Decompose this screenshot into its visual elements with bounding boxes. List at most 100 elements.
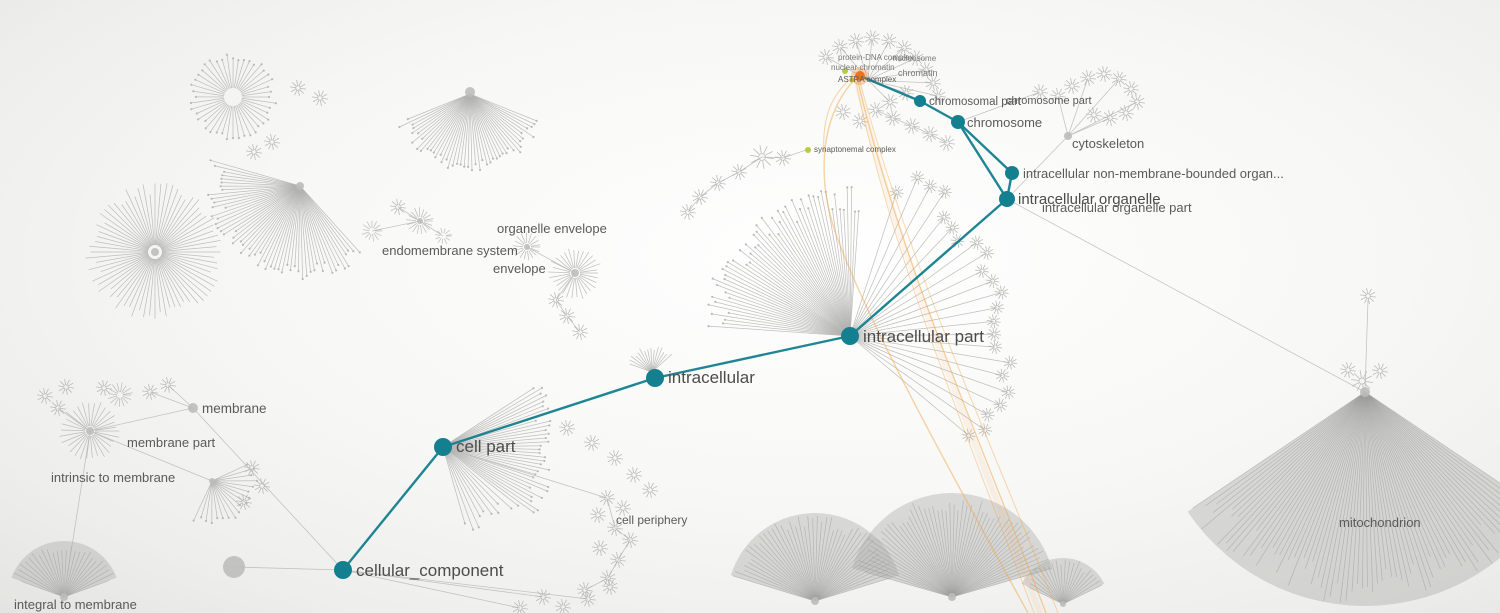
cluster-hub-node[interactable] bbox=[465, 87, 475, 97]
fan-ray bbox=[1364, 391, 1397, 578]
cluster-hub-node[interactable] bbox=[60, 593, 68, 601]
label-protein-dna-complex[interactable]: protein-DNA complex bbox=[838, 53, 914, 62]
fan-ray bbox=[882, 537, 953, 598]
fan-ray bbox=[442, 446, 466, 524]
spike-node bbox=[925, 75, 941, 91]
label-cytoskeleton[interactable]: cytoskeleton bbox=[1072, 136, 1144, 151]
label-intrinsic-to-membrane[interactable]: intrinsic to membrane bbox=[51, 470, 175, 485]
graph-node-inmbo[interactable] bbox=[1005, 166, 1019, 180]
spike-ray bbox=[66, 389, 68, 395]
label-nucleosome[interactable]: nucleosome bbox=[893, 54, 937, 63]
spike-ray bbox=[905, 120, 911, 125]
graph-node-ic[interactable] bbox=[646, 369, 664, 387]
spike-ray bbox=[832, 45, 838, 48]
spike-ray bbox=[890, 42, 896, 47]
selected-node[interactable] bbox=[855, 71, 865, 81]
cluster-hub-node[interactable] bbox=[1360, 387, 1370, 397]
label-organelle-envelope[interactable]: organelle envelope bbox=[497, 221, 607, 236]
label-chromosome-part[interactable]: chromosome part bbox=[1006, 95, 1092, 107]
label-nuclear-chromatin[interactable]: nuclear chromatin bbox=[831, 63, 895, 72]
label-cell-part[interactable]: cell part bbox=[456, 437, 516, 456]
cluster-hub-node[interactable] bbox=[1064, 132, 1072, 140]
fan-ray bbox=[63, 573, 114, 598]
cluster-hub-node[interactable] bbox=[209, 478, 215, 484]
fan-ray bbox=[814, 553, 880, 602]
label-chromatin[interactable]: chromatin bbox=[898, 68, 938, 78]
label-intracellular-part[interactable]: intracellular part bbox=[863, 327, 984, 346]
highlight-green-node[interactable] bbox=[805, 147, 811, 153]
highlight-green-node[interactable] bbox=[842, 68, 848, 74]
cluster-hub-node[interactable] bbox=[571, 269, 579, 277]
fan-ray bbox=[442, 446, 540, 454]
fan-ray bbox=[63, 551, 81, 598]
spike-node bbox=[559, 420, 575, 436]
fan-ray bbox=[211, 185, 301, 200]
label-chromosome[interactable]: chromosome bbox=[967, 115, 1042, 130]
cluster-hub-node[interactable] bbox=[188, 403, 198, 413]
spike-ray bbox=[1050, 94, 1056, 97]
spike-ray bbox=[1366, 288, 1368, 294]
graph-node-chrp[interactable] bbox=[914, 95, 926, 107]
cluster-hub-node[interactable] bbox=[948, 593, 956, 601]
highlight-green-node[interactable] bbox=[849, 77, 855, 83]
spike-node bbox=[848, 33, 864, 49]
cluster-hub-node[interactable] bbox=[417, 218, 423, 224]
fan-ray bbox=[442, 420, 551, 448]
spike-ray bbox=[559, 428, 565, 433]
fan-ray bbox=[951, 546, 1025, 598]
label-membrane-part[interactable]: membrane part bbox=[127, 435, 216, 450]
fan-ray bbox=[469, 93, 503, 154]
spike-ray bbox=[783, 160, 785, 166]
fan-ray bbox=[918, 505, 953, 598]
spike-ray bbox=[106, 383, 112, 388]
graph-node-cc[interactable] bbox=[334, 561, 352, 579]
label-intracellular[interactable]: intracellular bbox=[668, 368, 755, 387]
label-intracellular-organelle[interactable]: intracellular organelle bbox=[1018, 191, 1161, 208]
label-astra-complex[interactable]: ASTRA complex bbox=[838, 75, 896, 84]
label-intracellular-organelle-part[interactable]: intracellular organelle part bbox=[1042, 200, 1192, 215]
spike-ray bbox=[988, 408, 992, 414]
cluster-hub-node[interactable] bbox=[151, 248, 159, 256]
fan-ray bbox=[553, 274, 571, 283]
label-cell-periphery[interactable]: cell periphery bbox=[616, 513, 687, 527]
spike-ray bbox=[718, 175, 722, 181]
graph-node-chr[interactable] bbox=[951, 115, 965, 129]
fan-ray bbox=[442, 446, 480, 528]
cluster-hub-node[interactable] bbox=[1060, 601, 1066, 607]
fan-tip bbox=[540, 386, 544, 389]
graph-node-cp[interactable] bbox=[434, 438, 452, 456]
fan-ray bbox=[442, 446, 499, 504]
fan-ray bbox=[469, 93, 509, 149]
fan-ray bbox=[849, 280, 993, 337]
label-cellular-component[interactable]: cellular_component bbox=[356, 561, 504, 580]
fan-ray bbox=[159, 199, 200, 247]
label-mitochondrion[interactable]: mitochondrion bbox=[1339, 515, 1421, 530]
fan-ray bbox=[198, 74, 226, 93]
label-integral-to-membrane[interactable]: integral to membrane bbox=[14, 597, 137, 612]
label-intracellular-non-membrane-bounded-organ[interactable]: intracellular non-membrane-bounded organ… bbox=[1023, 166, 1284, 181]
spike-ray bbox=[741, 167, 747, 172]
tree-edge bbox=[342, 569, 544, 598]
spike-node bbox=[908, 50, 924, 66]
fan-tip bbox=[321, 269, 324, 273]
cluster-hub-node[interactable] bbox=[811, 597, 819, 605]
label-synaptonemal-complex[interactable]: synaptonemal complex bbox=[814, 145, 896, 154]
fan-ray bbox=[575, 250, 579, 269]
fan-tip bbox=[807, 207, 810, 210]
graph-node-io[interactable] bbox=[999, 191, 1015, 207]
spike-ring bbox=[758, 153, 766, 161]
label-membrane[interactable]: membrane bbox=[202, 401, 267, 416]
cluster-hub-node[interactable] bbox=[524, 244, 530, 250]
label-chromosomal-part[interactable]: chromosomal part bbox=[929, 96, 1022, 108]
cluster-hub-node[interactable] bbox=[223, 556, 245, 578]
label-endomembrane-system[interactable]: endomembrane system bbox=[382, 243, 518, 258]
fan-tip bbox=[463, 522, 466, 525]
cluster-hub-node[interactable] bbox=[86, 427, 94, 435]
spike-ring bbox=[942, 189, 948, 195]
fan-ray bbox=[743, 564, 816, 602]
spike-ray bbox=[1359, 370, 1362, 378]
label-envelope[interactable]: envelope bbox=[493, 261, 546, 276]
graph-node-icp[interactable] bbox=[841, 327, 859, 345]
cluster-hub-node[interactable] bbox=[296, 182, 304, 190]
